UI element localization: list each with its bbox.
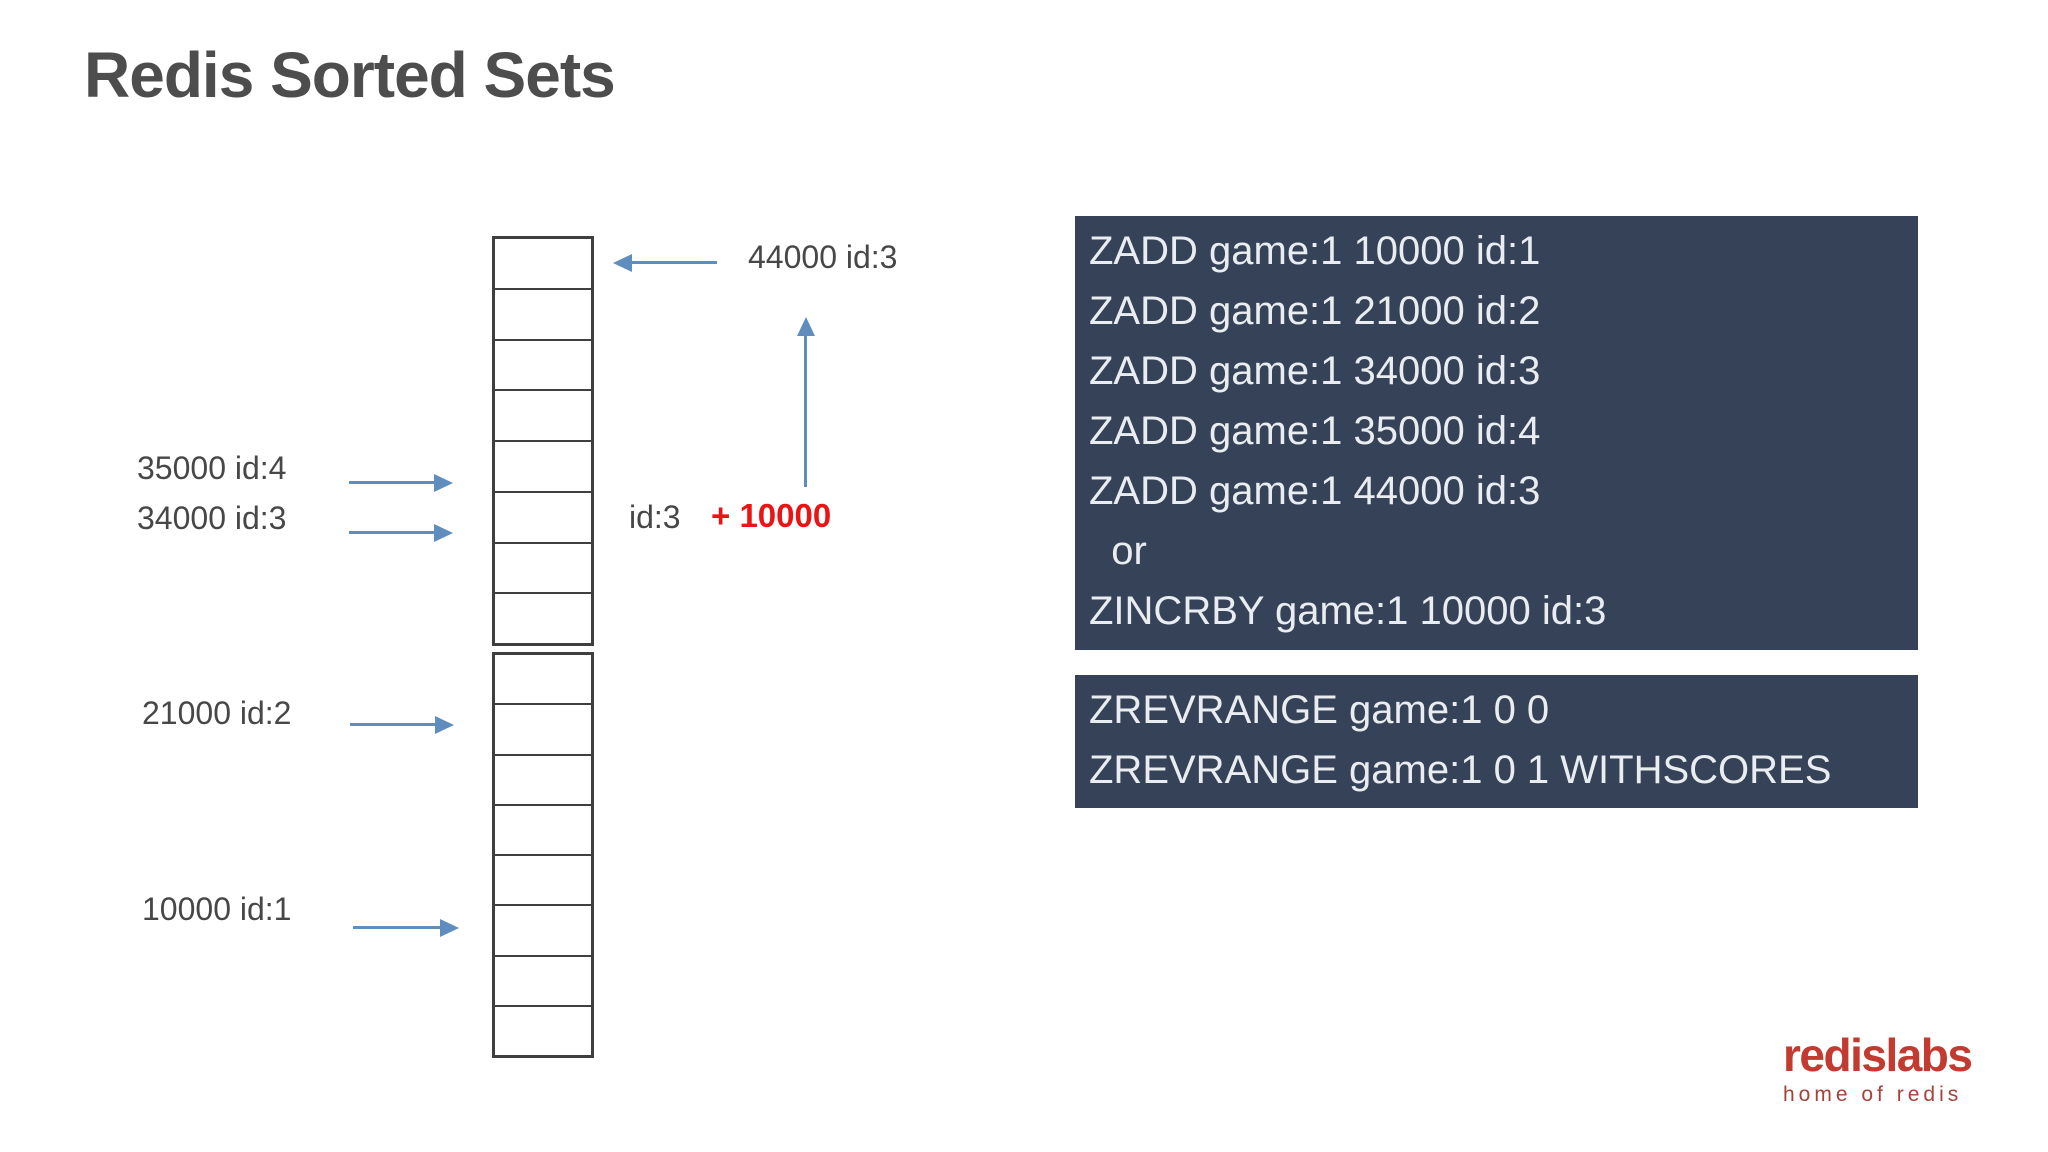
code-line: ZADD game:1 21000 id:2	[1089, 289, 1541, 333]
arrow-21000-icon	[350, 723, 435, 726]
redislabs-logo: redislabs home of redis	[1783, 1029, 1973, 1106]
arrow-34000-icon	[349, 531, 434, 534]
page-title: Redis Sorted Sets	[84, 39, 616, 111]
arrow-increment-up-icon	[804, 336, 807, 487]
stack-cell	[495, 904, 591, 954]
arrow-new-entry-icon	[632, 261, 717, 264]
stack-cell	[495, 239, 591, 288]
sorted-set-stack-lower	[492, 652, 594, 1058]
redislabs-tagline: home of redis	[1783, 1082, 1963, 1106]
stack-cell	[495, 287, 591, 339]
stack-cell	[495, 592, 591, 643]
code-line: ZADD game:1 10000 id:1	[1089, 229, 1541, 273]
stack-cell	[495, 490, 591, 542]
stack-cell	[495, 389, 591, 440]
stack-cell	[495, 440, 591, 491]
zrevrange-code-block: ZREVRANGE game:1 0 0 ZREVRANGE game:1 0 1…	[1075, 675, 1918, 808]
stack-cell	[495, 1004, 591, 1055]
stack-cell	[495, 954, 591, 1005]
arrow-35000-icon	[349, 481, 434, 484]
code-line: ZINCRBY game:1 10000 id:3	[1089, 589, 1607, 633]
stack-cell	[495, 703, 591, 753]
stack-cell	[495, 541, 591, 593]
increment-delta-label: + 10000	[711, 497, 832, 534]
code-line: ZREVRANGE game:1 0 1 WITHSCORES	[1089, 748, 1832, 792]
increment-member-label: id:3	[629, 499, 681, 535]
score-label-35000-id4: 35000 id:4	[137, 450, 287, 486]
stack-cell	[495, 753, 591, 804]
code-line: ZREVRANGE game:1 0 0	[1089, 688, 1550, 732]
code-line: ZADD game:1 44000 id:3	[1089, 469, 1541, 513]
stack-cell	[495, 655, 591, 703]
stack-cell	[495, 854, 591, 904]
code-line: ZADD game:1 34000 id:3	[1089, 349, 1541, 393]
arrow-10000-icon	[353, 926, 440, 929]
sorted-set-stack-upper	[492, 236, 594, 646]
redislabs-wordmark: redislabs	[1783, 1029, 1973, 1081]
new-entry-label-44000-id3: 44000 id:3	[748, 239, 898, 275]
code-line: ZADD game:1 35000 id:4	[1089, 409, 1541, 453]
stack-cell	[495, 803, 591, 854]
score-label-21000-id2: 21000 id:2	[142, 695, 292, 731]
score-label-10000-id1: 10000 id:1	[142, 891, 292, 927]
code-line: or	[1089, 529, 1147, 573]
stack-cell	[495, 338, 591, 390]
score-label-34000-id3: 34000 id:3	[137, 500, 287, 536]
